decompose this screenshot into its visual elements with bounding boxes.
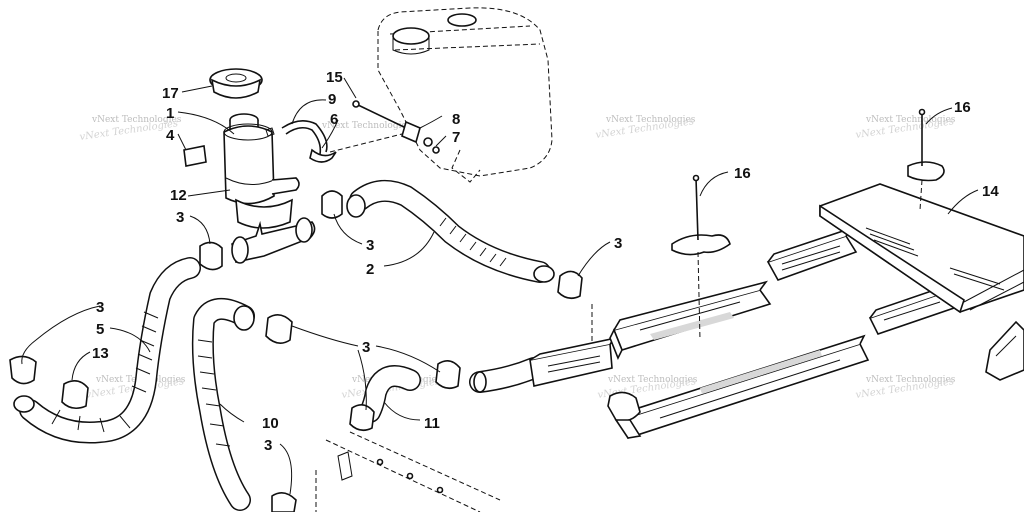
main-heat-exchanger — [819, 183, 1024, 381]
callout-2: 2 — [366, 261, 374, 278]
watermark: vNext Technologies — [321, 121, 412, 131]
callout-16: 16 — [954, 99, 971, 116]
watermark: vNext Technologies — [865, 375, 956, 385]
hose-lower-left — [9, 257, 201, 444]
hose-elbow — [349, 360, 461, 432]
callout-17: 17 — [162, 85, 179, 102]
callout-16: 16 — [734, 165, 751, 182]
callout-1: 1 — [166, 105, 174, 122]
hose-upper — [346, 179, 555, 283]
callout-3: 3 — [366, 237, 374, 254]
callout-4: 4 — [166, 127, 175, 144]
callout-15: 15 — [326, 69, 343, 86]
callout-8: 8 — [452, 111, 460, 128]
callout-9: 9 — [328, 91, 336, 108]
leader-lines — [21, 77, 979, 495]
heat-exchangers — [529, 226, 956, 439]
callout-12: 12 — [170, 187, 187, 204]
callout-7: 7 — [452, 129, 460, 146]
callout-3: 3 — [96, 299, 104, 316]
watermark: vNext Technologies — [605, 115, 696, 125]
callout-6: 6 — [330, 111, 338, 128]
callout-3: 3 — [264, 437, 272, 454]
callout-3: 3 — [362, 339, 370, 356]
filler-neck-assembly — [223, 113, 316, 264]
watermark: vNext Technologies — [91, 115, 182, 125]
frame-rail — [315, 431, 501, 512]
callout-13: 13 — [92, 345, 109, 362]
hose-clamps — [199, 190, 583, 300]
radiator-cap — [209, 68, 263, 99]
callout-14: 14 — [982, 183, 999, 200]
callout-3: 3 — [176, 209, 184, 226]
hose-lower-middle — [191, 298, 297, 512]
watermark: vNext Technologies — [865, 115, 956, 125]
decal — [183, 145, 207, 167]
callout-10: 10 — [262, 415, 279, 432]
callout-11: 11 — [424, 415, 440, 432]
coolant-pipe — [469, 304, 593, 393]
mounting-brackets — [671, 108, 945, 341]
callout-labels: 17 1 4 12 3 15 9 6 8 7 3 2 16 16 14 3 3 … — [92, 69, 999, 454]
callout-3: 3 — [614, 235, 622, 252]
reservoir-tank — [377, 7, 553, 183]
watermark: vNext Technologies — [607, 375, 698, 385]
callout-5: 5 — [96, 321, 104, 338]
screw-hardware — [352, 100, 440, 154]
